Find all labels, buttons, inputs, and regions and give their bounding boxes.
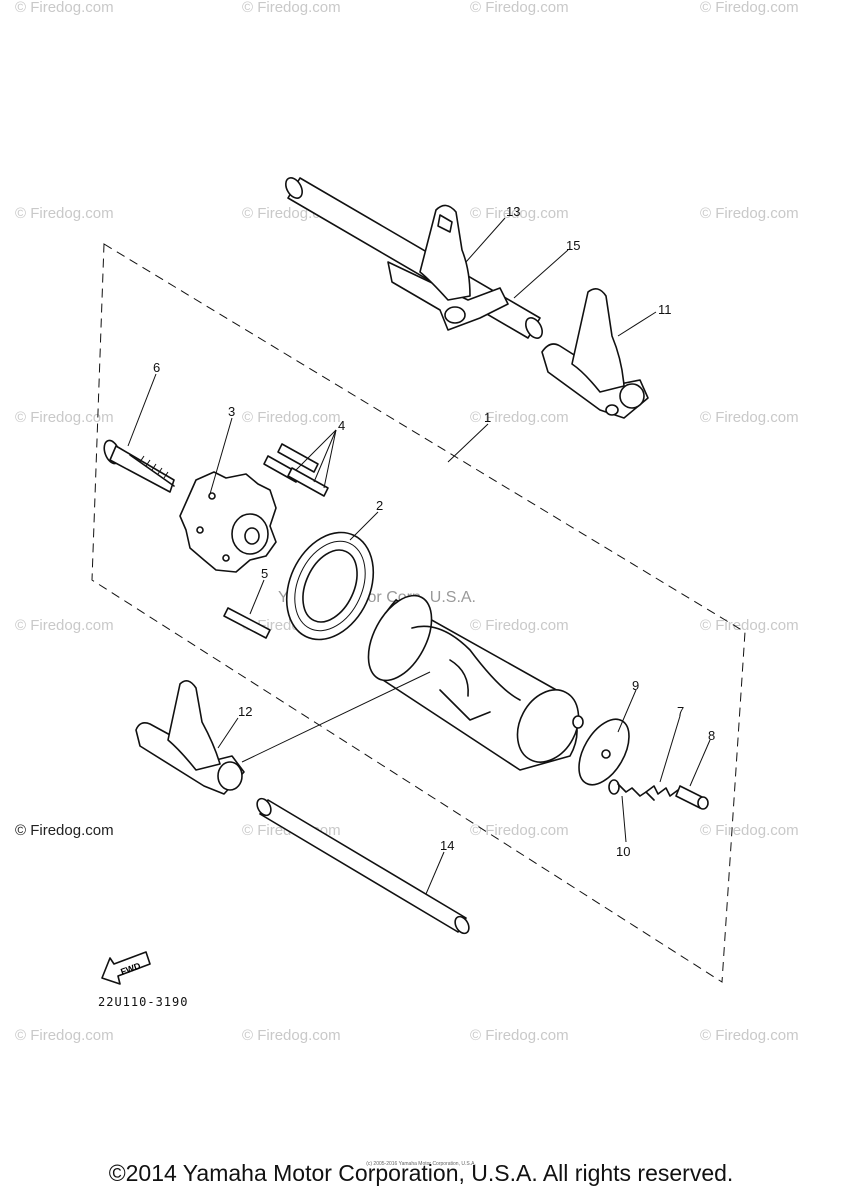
callout-3: 3	[228, 404, 235, 419]
watermark: © Firedog.com	[700, 0, 799, 16]
callout-10: 10	[616, 844, 630, 859]
callout-12: 12	[238, 704, 252, 719]
watermark: © Firedog.com	[700, 617, 799, 634]
plunger-8	[675, 785, 709, 810]
bolt-6	[103, 439, 175, 493]
assembly-boundary	[91, 243, 746, 983]
watermark: © Firedog.com	[242, 0, 341, 16]
callout-1: 1	[484, 410, 491, 425]
watermark: © Firedog.com	[242, 409, 341, 426]
guide-bar-upper	[285, 177, 543, 339]
watermark: © Firedog.com	[15, 205, 114, 222]
callout-4: 4	[338, 418, 345, 433]
shift-fork-13	[387, 204, 509, 331]
copyright-footer: ©2014 Yamaha Motor Corporation, U.S.A. A…	[108, 1160, 734, 1186]
callout-14: 14	[440, 838, 454, 853]
shift-fork-12	[135, 680, 245, 795]
watermark: © Firedog.com	[700, 205, 799, 222]
callout-15: 15	[566, 238, 580, 253]
watermark: © Firedog.com	[470, 822, 569, 839]
guide-bar-lower	[256, 797, 470, 935]
callout-8: 8	[708, 728, 715, 743]
pins-4	[263, 443, 329, 497]
watermark: © Firedog.com	[470, 409, 569, 426]
watermark-dark: © Firedog.com	[15, 822, 114, 839]
segment-3	[179, 471, 277, 573]
bearing-2	[285, 531, 375, 641]
callout-9: 9	[632, 678, 639, 693]
screw-10	[608, 779, 655, 801]
watermark: © Firedog.com	[242, 1027, 341, 1044]
watermark: © Firedog.com	[15, 409, 114, 426]
watermark: © Firedog.com	[700, 1027, 799, 1044]
callout-7: 7	[677, 704, 684, 719]
watermark: © Firedog.com	[15, 0, 114, 16]
shift-fork-11	[541, 288, 649, 419]
callout-11: 11	[658, 302, 672, 317]
diagram-part-number: 22U110-3190	[98, 995, 188, 1009]
callout-6: 6	[153, 360, 160, 375]
tiny-copyright-note: (c) 2005-2016 Yamaha Motor Corporation, …	[366, 1161, 476, 1167]
washer-9	[578, 718, 630, 786]
fwd-arrow-icon: FWD	[101, 951, 151, 985]
watermark: © Firedog.com	[700, 822, 799, 839]
watermark: © Firedog.com	[470, 205, 569, 222]
callout-13: 13	[506, 204, 520, 219]
watermark: © Firedog.com	[15, 617, 114, 634]
callouts: 13 15 11 6 3 4 1 2 5 9 7 8 12 10 14	[153, 204, 715, 859]
callout-5: 5	[261, 566, 268, 581]
watermark: © Firedog.com	[470, 617, 569, 634]
shift-drum	[367, 594, 584, 771]
watermark: © Firedog.com	[700, 409, 799, 426]
watermark: © Firedog.com	[470, 0, 569, 16]
watermark: © Firedog.com	[470, 1027, 569, 1044]
pin-5	[223, 607, 271, 639]
watermark: © Firedog.com	[15, 1027, 114, 1044]
leader-lines	[127, 217, 711, 895]
callout-2: 2	[376, 498, 383, 513]
